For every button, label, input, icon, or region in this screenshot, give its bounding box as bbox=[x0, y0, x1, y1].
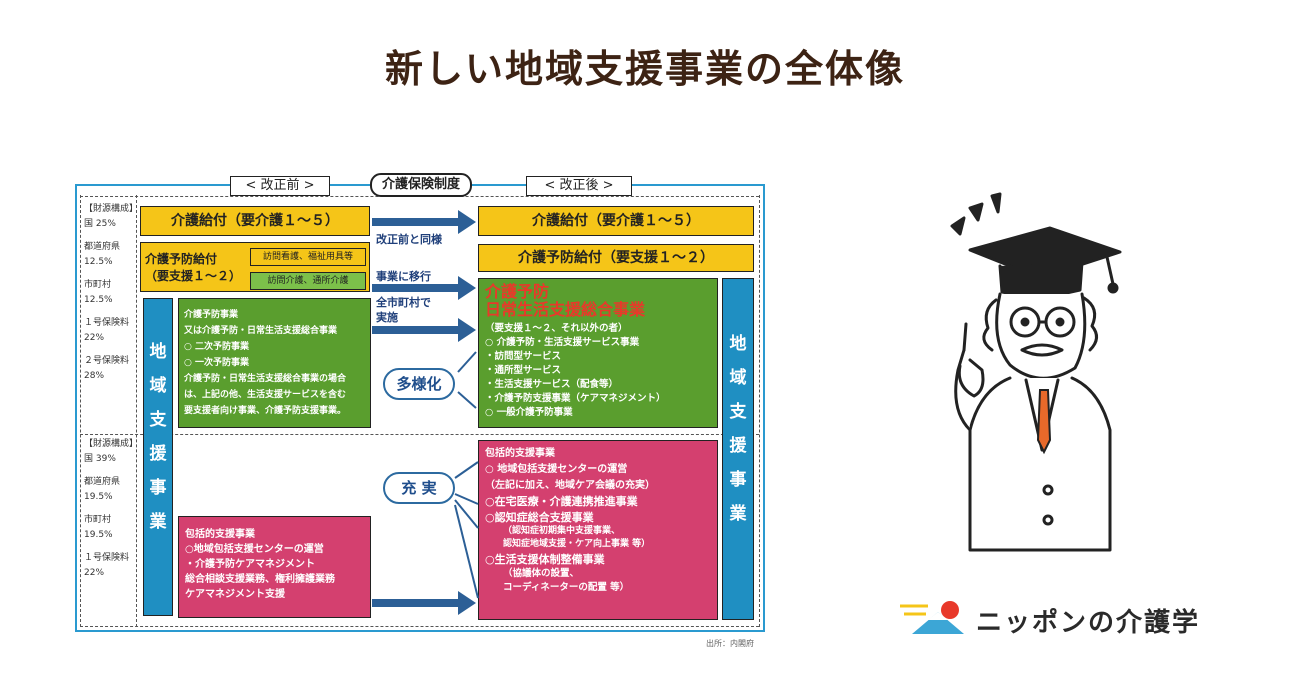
label-all-city: 全市町村で 実施 bbox=[376, 296, 431, 324]
page-title: 新しい地域支援事業の全体像 bbox=[384, 47, 905, 91]
professor-illustration bbox=[950, 192, 1122, 552]
label-same: 改正前と同様 bbox=[376, 233, 442, 246]
arrow-all-city bbox=[372, 318, 476, 342]
arrow-bottom bbox=[372, 591, 476, 615]
after-regional-support-column: 地域支援事業 bbox=[722, 278, 754, 620]
divider-left-outer bbox=[80, 195, 81, 627]
oval-tayoka: 多様化 bbox=[383, 368, 455, 400]
arrow-jujitsu-lines bbox=[454, 461, 479, 599]
before-sub-visit-care: 訪問介護、通所介護 bbox=[250, 272, 366, 290]
funding-upper: 【財源構成】 国 25% 都道府県 12.5% 市町村 12.5% １号保険料 … bbox=[84, 204, 139, 381]
arrow-tayoka-lines bbox=[457, 351, 477, 409]
before-prevention-project: 介護予防事業 又は介護予防・日常生活支援総合事業 ○ 二次予防事業 ○ 一次予防… bbox=[178, 298, 371, 428]
brand-name: ニッポンの介護学 bbox=[976, 608, 1201, 638]
after-prevention-benefit: 介護予防給付（要支援１～２） bbox=[478, 244, 754, 272]
funding-lower: 【財源構成】 国 39% 都道府県 19.5% 市町村 19.5% １号保険料 … bbox=[84, 439, 139, 578]
oval-jujitsu: 充 実 bbox=[383, 472, 455, 504]
arrow-move bbox=[372, 276, 476, 300]
after-care-benefit: 介護給付（要介護１～５） bbox=[478, 206, 754, 236]
after-comprehensive-prevention: 介護予防 日常生活支援総合事業 （要支援１～２、それ以外の者） ○ 介護予防・生… bbox=[478, 278, 718, 428]
label-move: 事業に移行 bbox=[376, 270, 431, 283]
arrow-same bbox=[372, 210, 476, 234]
source-credit: 出所：内閣府 bbox=[706, 639, 754, 648]
divider-funding bbox=[136, 195, 137, 627]
tag-after: < 改正後 > bbox=[526, 176, 632, 196]
divider-middle bbox=[80, 434, 759, 435]
after-green-title: 介護予防 日常生活支援総合事業 bbox=[485, 282, 646, 319]
divider-bottom bbox=[80, 626, 759, 627]
before-regional-support-column: 地域支援事業 bbox=[143, 298, 173, 616]
after-comprehensive-support: 包括的支援事業 ○ 地域包括支援センターの運営 （左記に加え、地域ケア会議の充実… bbox=[478, 440, 718, 620]
brand-logo-mark bbox=[900, 601, 964, 634]
tag-before: < 改正前 > bbox=[230, 176, 330, 196]
before-sub-visit-nursing: 訪問看護、福祉用具等 bbox=[250, 248, 366, 266]
tag-insurance-system: 介護保険制度 bbox=[370, 173, 472, 197]
before-comprehensive-support: 包括的支援事業 ○地域包括支援センターの運営 ・介護予防ケアマネジメント 総合相… bbox=[178, 516, 371, 618]
before-care-benefit: 介護給付（要介護１～５） bbox=[140, 206, 370, 236]
divider-right-outer bbox=[759, 195, 760, 627]
